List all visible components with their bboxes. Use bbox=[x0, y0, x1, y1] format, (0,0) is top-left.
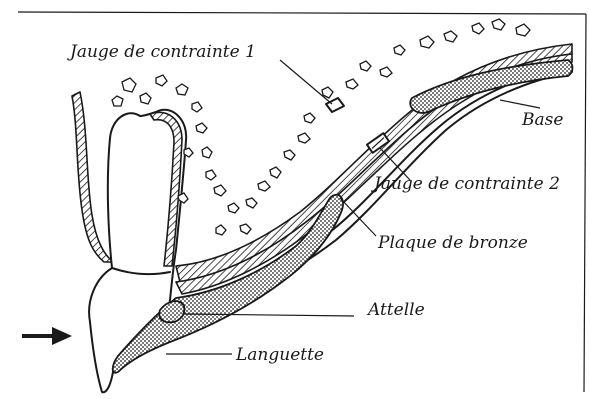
leader-gauge1 bbox=[280, 60, 332, 104]
leader-base bbox=[500, 100, 540, 108]
strain-gauge-1 bbox=[326, 98, 344, 112]
label-base: Base bbox=[521, 110, 563, 130]
label-gauge-1: Jauge de contrainte 1 bbox=[67, 42, 256, 62]
label-tongue: Languette bbox=[235, 345, 324, 365]
label-splint: Attelle bbox=[366, 300, 425, 320]
label-gauge-2: Jauge de contrainte 2 bbox=[371, 174, 560, 194]
right-arrow-icon bbox=[22, 327, 72, 345]
label-bronze-plate: Plaque de bronze bbox=[377, 233, 528, 253]
